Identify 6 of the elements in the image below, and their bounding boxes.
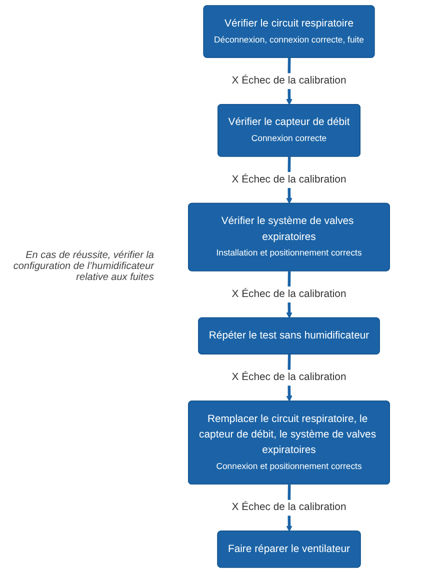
edge-label: X Échec de la calibration <box>232 501 346 513</box>
note-text: En cas de réussite, vérifier la configuration de l’humidificateur relative aux fuites <box>12 250 154 283</box>
edge-label: X Échec de la calibration <box>232 74 346 86</box>
edge-label: X Échec de la calibration <box>232 173 346 186</box>
edge-label: X Échec de la calibration <box>232 288 346 300</box>
edge-label: X Échec de la calibration <box>232 371 346 383</box>
